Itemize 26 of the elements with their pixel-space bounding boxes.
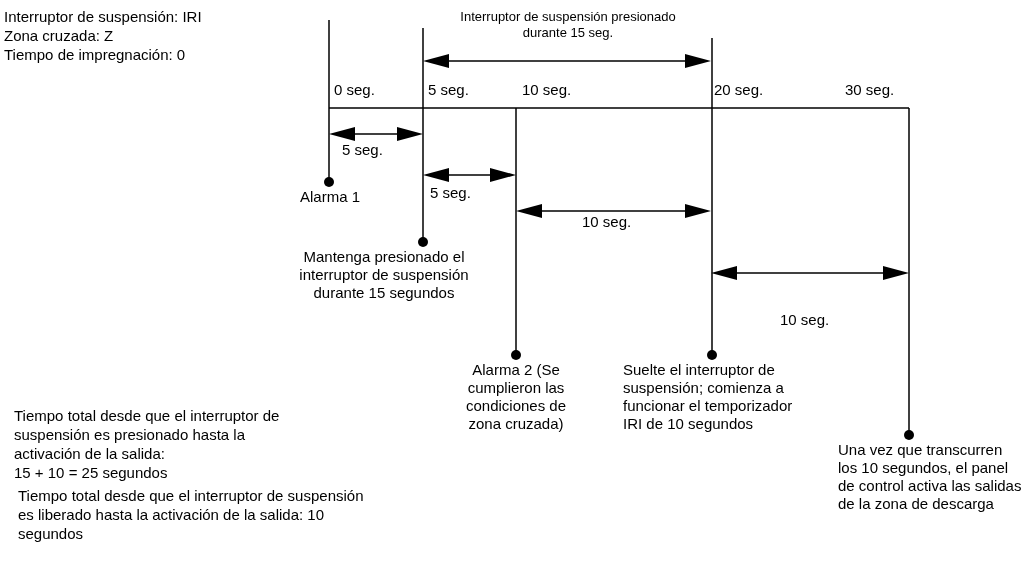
note-text: Tiempo total desde que el interruptor de suspensión es presionado hasta la activación de la salida: (14, 406, 281, 463)
time-mark-label: 5 seg. (428, 81, 469, 99)
duration-label: 5 seg. (430, 184, 471, 202)
note-text: Interruptor de suspensión presionado durante 15 seg. (459, 9, 677, 41)
note-text: 15 + 10 = 25 segundos (14, 463, 168, 482)
note-text: Interruptor de suspensión: IRI (4, 7, 202, 26)
leader-line (324, 19, 334, 187)
time-mark-label: 0 seg. (334, 81, 375, 99)
event-note: Alarma 2 (Se cumplieron las condiciones de zona cruzada) (458, 361, 574, 433)
duration-label: 10 seg. (780, 311, 830, 329)
duration-label: 10 seg. (582, 213, 632, 231)
leader-line (418, 27, 428, 247)
event-note: Mantenga presionado el interruptor de suspensión durante 15 segundos (280, 248, 488, 302)
time-mark-label: 30 seg. (845, 81, 895, 99)
leader-line (707, 37, 717, 360)
note-text: Tiempo total desde que el interruptor de suspensión es liberado hasta la activación de la salida: 10 segundos (18, 486, 365, 543)
event-note: Suelte el interruptor de suspensión; comienza a funcionar el temporizador IRI de 10 segundos (623, 361, 793, 433)
event-note: Alarma 1 (285, 188, 375, 206)
note-text: Zona cruzada: Z (4, 26, 114, 45)
leader-line (511, 107, 521, 360)
note-text: Tiempo de impregnación: 0 (4, 45, 186, 64)
leader-line (904, 107, 914, 440)
duration-label: 5 seg. (342, 141, 383, 159)
time-mark-label: 10 seg. (522, 81, 572, 99)
event-note: Una vez que transcurren los 10 segundos, el panel de control activa las salidas de la zona de descarga (838, 441, 1022, 513)
time-mark-label: 20 seg. (714, 81, 764, 99)
